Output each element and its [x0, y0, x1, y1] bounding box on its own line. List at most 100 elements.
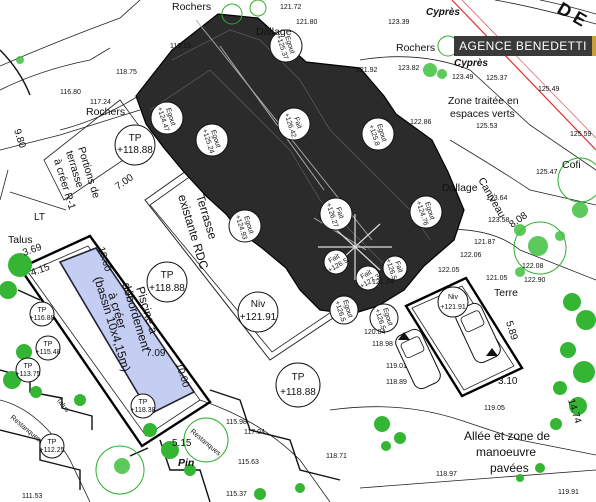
tp-marker-2-value: +118.88: [149, 283, 185, 294]
property-line: [451, 0, 596, 151]
tp-marker-6-label: TP: [44, 341, 53, 348]
spot-level-22: 122.05: [438, 267, 460, 274]
spot-level-31: 117.04: [244, 429, 265, 436]
spot-level-35: 115.37: [226, 491, 247, 498]
fait-1-label: Fait: [292, 116, 302, 129]
tp-marker-2: [146, 261, 188, 303]
spot-level-14: 125.59: [570, 131, 592, 138]
tp-marker-7-value: +113.75: [16, 371, 41, 378]
spot-level-5: 123.82: [398, 65, 420, 72]
niv-marker-1-label: Niv: [251, 299, 265, 310]
spot-level-0: 121.72: [280, 4, 302, 11]
tp-marker-3-label: TP: [292, 372, 305, 383]
spot-level-18: 121.87: [474, 239, 496, 246]
parking-area: [395, 276, 524, 398]
car-1: [395, 328, 441, 390]
tp-marker-1-label: TP: [129, 133, 142, 144]
spot-level-13: 122.86: [410, 119, 432, 126]
spot-level-19: 122.08: [522, 263, 544, 270]
tp-marker-8-label: TP: [139, 399, 148, 406]
tp-marker-5-label: TP: [38, 307, 47, 314]
fait-4-label: Fait: [327, 253, 341, 265]
niv-marker-2: [437, 286, 469, 318]
spot-level-9: 125.49: [538, 86, 560, 93]
spot-level-3: 119.13: [170, 43, 191, 50]
tp-marker-9-value: +112.25: [40, 447, 65, 454]
tp-marker-1-value: +118.88: [117, 145, 153, 156]
spot-level-30: 115.98: [226, 419, 247, 426]
tp-marker-8: [130, 393, 156, 419]
tp-marker-7-label: TP: [24, 363, 33, 370]
spot-level-8: 125.37: [486, 75, 508, 82]
tp-marker-3-value: +118.88: [280, 387, 316, 398]
label-zone-traitee: Zone traitée en: [448, 95, 519, 107]
label-dallage-right: Dallage: [442, 182, 478, 194]
spot-level-36: 111.53: [22, 493, 42, 500]
spot-level-10: 116.80: [60, 89, 81, 96]
dim-515: 5.15: [172, 438, 192, 449]
spot-level-2: 123.39: [388, 19, 410, 26]
spot-level-1: 121.80: [296, 19, 318, 26]
fait-2-label: Fait: [334, 206, 344, 219]
tp-marker-1: [114, 124, 156, 166]
label-allee-1: Allée et zone de: [464, 429, 550, 443]
spot-level-21: 122.90: [524, 277, 546, 284]
label-allee-2: manoeuvre: [476, 445, 536, 459]
niv-marker-1: [237, 291, 279, 333]
label-allee-3: pavées: [490, 461, 529, 475]
tp-marker-5: [29, 301, 55, 327]
dim-lt: LT: [34, 212, 45, 223]
spot-level-4: 121.92: [356, 67, 378, 74]
spot-level-7: 123.49: [452, 74, 474, 81]
label-rochers-top: Rochers: [172, 1, 211, 13]
roof-level-markers: Egout +125.37 Egout +124.47 Egout +125.2…: [150, 29, 443, 333]
tp-marker-3: [275, 362, 321, 408]
pool-area: [17, 234, 212, 457]
spot-level-33: 118.71: [326, 453, 347, 460]
label-rochers-left: Rochers: [86, 106, 125, 118]
fait-3-label: Fait: [359, 269, 373, 281]
tp-marker-9: [39, 433, 65, 459]
spot-level-24: 121.04: [372, 279, 394, 286]
spot-level-16: 123.64: [486, 195, 508, 202]
label-dallage-top: Dallage: [256, 26, 292, 38]
pool-basin: [58, 247, 196, 416]
spot-level-34: 118.97: [436, 471, 457, 478]
label-terre: Terre: [494, 287, 518, 299]
spot-level-26: 118.98: [372, 341, 393, 348]
spot-level-20: 122.06: [460, 252, 482, 259]
tp-marker-6: [35, 335, 61, 361]
spot-level-27: 119.01: [386, 363, 407, 370]
tp-marker-7: [15, 357, 41, 383]
tp-marker-6-value: +115.48: [36, 349, 61, 356]
tp-marker-8-value: +118.38: [131, 407, 156, 414]
spot-level-29: 119.05: [484, 405, 505, 412]
spot-level-23: 121.05: [486, 275, 508, 282]
dim-310: 3.10: [498, 376, 518, 387]
label-cypres-top: Cyprès: [426, 7, 460, 18]
label-talus: Talus: [8, 234, 33, 246]
tp-marker-5-value: +116.88: [30, 315, 55, 322]
label-cofi: Cofi: [562, 159, 581, 171]
spot-level-15: 125.47: [536, 169, 558, 176]
spot-level-25: 120.84: [364, 329, 386, 336]
spot-level-37: 119.91: [558, 489, 579, 496]
label-cypres-right: Cyprès: [454, 58, 488, 69]
label-pin: Pin: [178, 457, 194, 469]
spot-level-28: 118.89: [386, 379, 407, 386]
niv-marker-2-label: Niv: [448, 294, 459, 301]
spot-level-32: 115.63: [238, 459, 259, 466]
spot-levels: 121.72 121.80 123.39 119.13 121.92 123.8…: [22, 4, 592, 500]
agency-logo: AGENCE BENEDETTI: [454, 36, 596, 56]
niv-marker-1-value: +121.91: [240, 312, 277, 323]
fait-5-label: Fait: [393, 260, 403, 273]
spot-level-17: 123.58: [488, 217, 510, 224]
label-rochers-right: Rochers: [396, 42, 435, 54]
tp-marker-9-label: TP: [48, 439, 57, 446]
spot-level-6: 118.75: [116, 69, 137, 76]
niv-marker-2-value: +121.91: [440, 304, 466, 311]
spot-level-11: 117.24: [90, 99, 111, 106]
dim-709: 7.09: [146, 348, 166, 359]
